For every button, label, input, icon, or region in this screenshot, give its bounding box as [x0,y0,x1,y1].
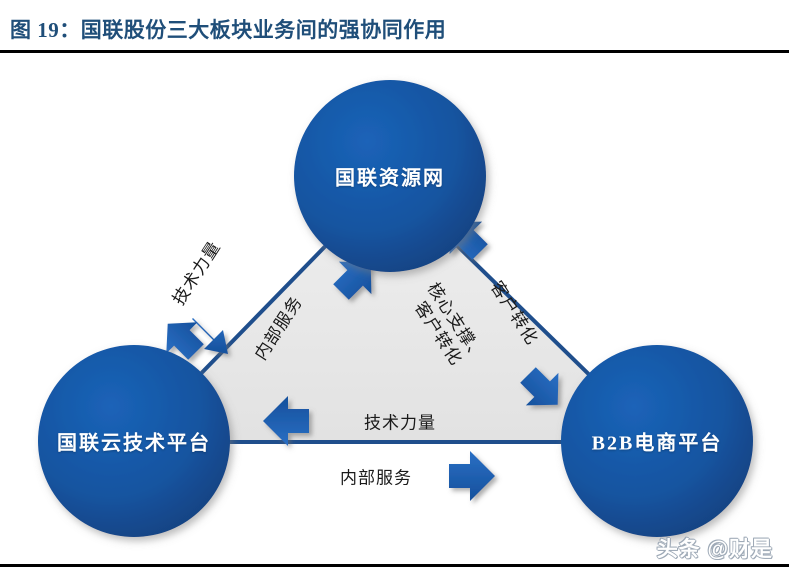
figure-title: 图 19：国联股份三大板块业务间的强协同作用 [10,18,447,42]
triangle-body [134,180,657,441]
watermark: 头条 @财是 [656,538,773,561]
title-divider [0,50,789,53]
arrow-tech-bottom [263,396,309,446]
arrow-tech-left [166,318,228,360]
arrow-service-bottom [449,451,495,501]
arrow-service-left [333,261,372,300]
node-circle-top[interactable] [294,80,486,272]
bottom-divider [0,564,789,567]
node-circle-left[interactable] [38,345,230,537]
synergy-diagram [38,80,753,537]
node-circle-right[interactable] [561,345,753,537]
arrow-core-right [520,367,559,406]
